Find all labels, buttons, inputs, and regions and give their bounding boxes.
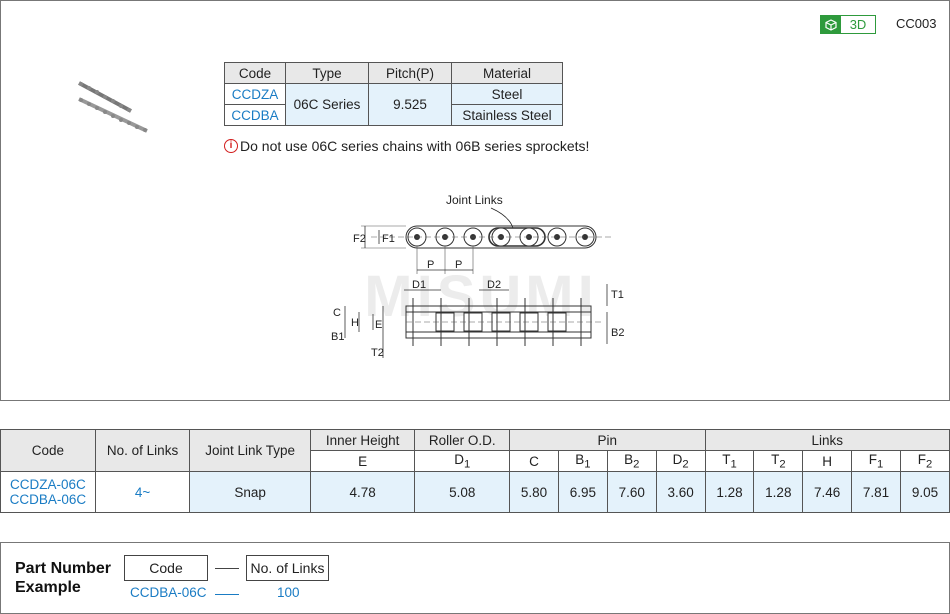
material-cell: Steel	[451, 83, 563, 105]
warning-text: Do not use 06C series chains with 06B se…	[240, 138, 590, 154]
b2-label: B2	[611, 327, 624, 339]
pitch-label: P	[427, 259, 434, 271]
joint-links-label: Joint Links	[446, 193, 503, 207]
separator	[215, 568, 239, 569]
links-header: Links	[704, 429, 950, 451]
d1-label: D1	[412, 279, 426, 291]
h-header: H	[802, 450, 853, 472]
pitch-cell: 9.525	[368, 83, 452, 126]
chain-product-image	[78, 81, 148, 133]
material-cell: Stainless Steel	[451, 104, 563, 126]
t2-label: T2	[371, 347, 384, 359]
b1-header: B1	[557, 450, 608, 472]
h-label: H	[351, 317, 359, 329]
code-example-value: CCDBA-06C	[130, 585, 207, 600]
chain-dimension-diagram: MISUMI Joint Links F2 F1 P P	[331, 193, 624, 359]
t1-header: T1	[704, 450, 755, 472]
cube-icon	[821, 16, 841, 33]
b2-header: B2	[606, 450, 657, 472]
code-box: Code	[124, 555, 208, 581]
f2-header: F2	[899, 450, 950, 472]
b1-value: 6.95	[557, 471, 608, 513]
material-header: Material	[451, 62, 563, 84]
d2-value: 3.60	[655, 471, 706, 513]
warning-note: i Do not use 06C series chains with 06B …	[224, 138, 589, 154]
h-value: 7.46	[802, 471, 853, 513]
t2-header: T2	[753, 450, 804, 472]
part-number-example: Part Number Example Code No. of Links CC…	[0, 542, 950, 614]
t1-value: 1.28	[704, 471, 755, 513]
type-cell: 06C Series	[285, 83, 369, 126]
t1-label: T1	[611, 289, 624, 301]
separator	[215, 594, 239, 595]
links-example-value: 100	[277, 585, 300, 600]
f2-label: F2	[353, 233, 366, 245]
code-header: Code	[0, 429, 96, 472]
info-icon: i	[224, 139, 238, 153]
e-header: E	[309, 450, 416, 472]
e-label: E	[375, 319, 382, 331]
d2-header: D2	[655, 450, 706, 472]
joint-type-header: Joint Link Type	[189, 429, 311, 472]
part-number-label: Part Number Example	[15, 560, 112, 596]
f1-value: 7.81	[851, 471, 901, 513]
links-count-cell[interactable]: 4~	[94, 471, 191, 513]
pitch-header: Pitch(P)	[368, 62, 452, 84]
t2-value: 1.28	[753, 471, 804, 513]
d2-label: D2	[487, 279, 501, 291]
inner-height-header: Inner Height	[309, 429, 416, 451]
c-value: 5.80	[509, 471, 559, 513]
code-cell[interactable]: CCDZA	[224, 83, 286, 105]
catalog-code: CC003	[896, 16, 937, 31]
pin-header: Pin	[509, 429, 706, 451]
links-box: No. of Links	[246, 555, 329, 581]
product-panel: 3D CC003 Code Type Pitch(P) Material CCD…	[0, 0, 950, 401]
c-label: C	[333, 307, 341, 319]
d1-value: 5.08	[414, 471, 511, 513]
spec-table: Code No. of Links Joint Link Type Inner …	[0, 429, 950, 513]
3d-view-button[interactable]: 3D	[820, 15, 876, 34]
roller-od-header: Roller O.D.	[414, 429, 511, 451]
f1-label: F1	[382, 233, 395, 245]
c-header: C	[509, 450, 559, 472]
pitch-label: P	[455, 259, 462, 271]
code-table: Code Type Pitch(P) Material CCDZA 06C Se…	[224, 62, 563, 126]
b1-label: B1	[331, 331, 344, 343]
3d-label: 3D	[849, 17, 867, 32]
e-value: 4.78	[309, 471, 416, 513]
type-header: Type	[285, 62, 369, 84]
f1-header: F1	[851, 450, 901, 472]
f2-value: 9.05	[899, 471, 950, 513]
b2-value: 7.60	[606, 471, 657, 513]
links-count-header: No. of Links	[94, 429, 191, 472]
joint-type-cell: Snap	[189, 471, 311, 513]
code-header: Code	[224, 62, 286, 84]
d1-header: D1	[414, 450, 511, 472]
code-cell[interactable]: CCDBA	[224, 104, 286, 126]
